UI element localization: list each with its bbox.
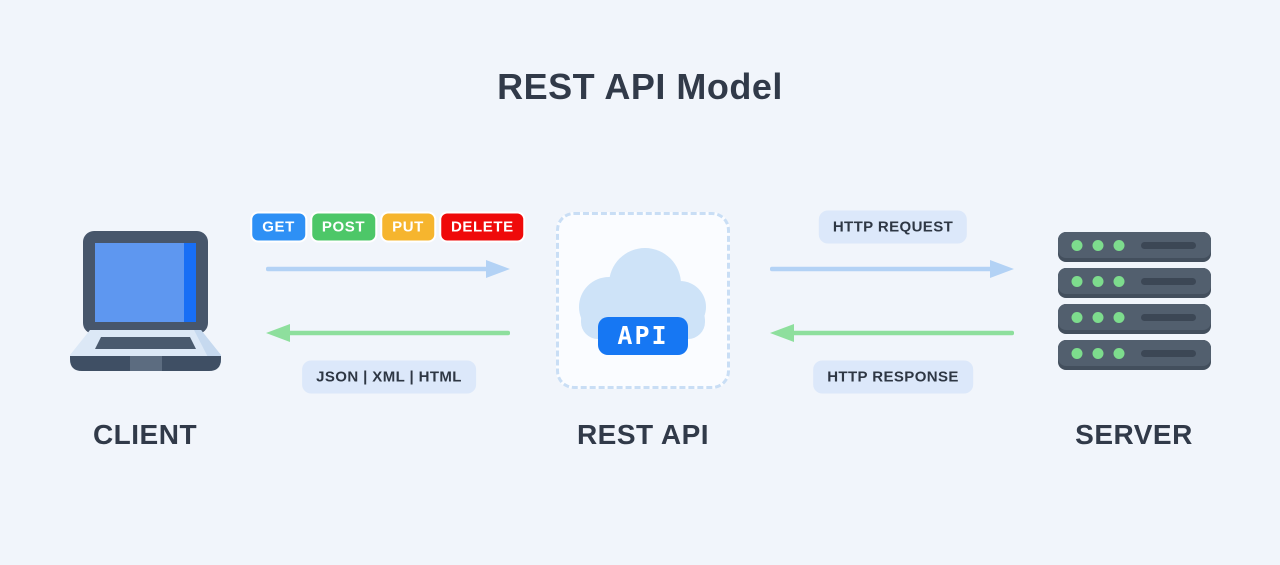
method-badge-delete: DELETE <box>438 211 526 243</box>
http-methods-row: GET POST PUT DELETE <box>250 211 526 243</box>
api-badge-text: API <box>617 321 668 350</box>
response-formats-badge: JSON | XML | HTML <box>302 360 476 394</box>
http-response-badge: HTTP RESPONSE <box>813 360 973 394</box>
laptop-icon <box>68 231 223 376</box>
client-label: CLIENT <box>92 419 198 450</box>
request-arrow-right <box>769 258 1014 285</box>
page-title: REST API Model <box>497 66 783 107</box>
response-arrow-right <box>770 322 1015 349</box>
server-label: SERVER <box>1075 419 1193 450</box>
server-icon <box>1058 232 1211 377</box>
method-badge-get: GET <box>250 211 307 243</box>
response-arrow-left <box>266 322 511 349</box>
rest-api-label: REST API <box>576 419 710 450</box>
method-badge-put: PUT <box>380 211 436 243</box>
request-arrow-left <box>265 258 510 285</box>
http-request-badge: HTTP REQUEST <box>818 210 968 244</box>
api-badge <box>598 316 688 355</box>
cloud-icon: API <box>579 247 706 355</box>
rest-api-box: API <box>556 212 730 389</box>
method-badge-post: POST <box>309 211 378 243</box>
